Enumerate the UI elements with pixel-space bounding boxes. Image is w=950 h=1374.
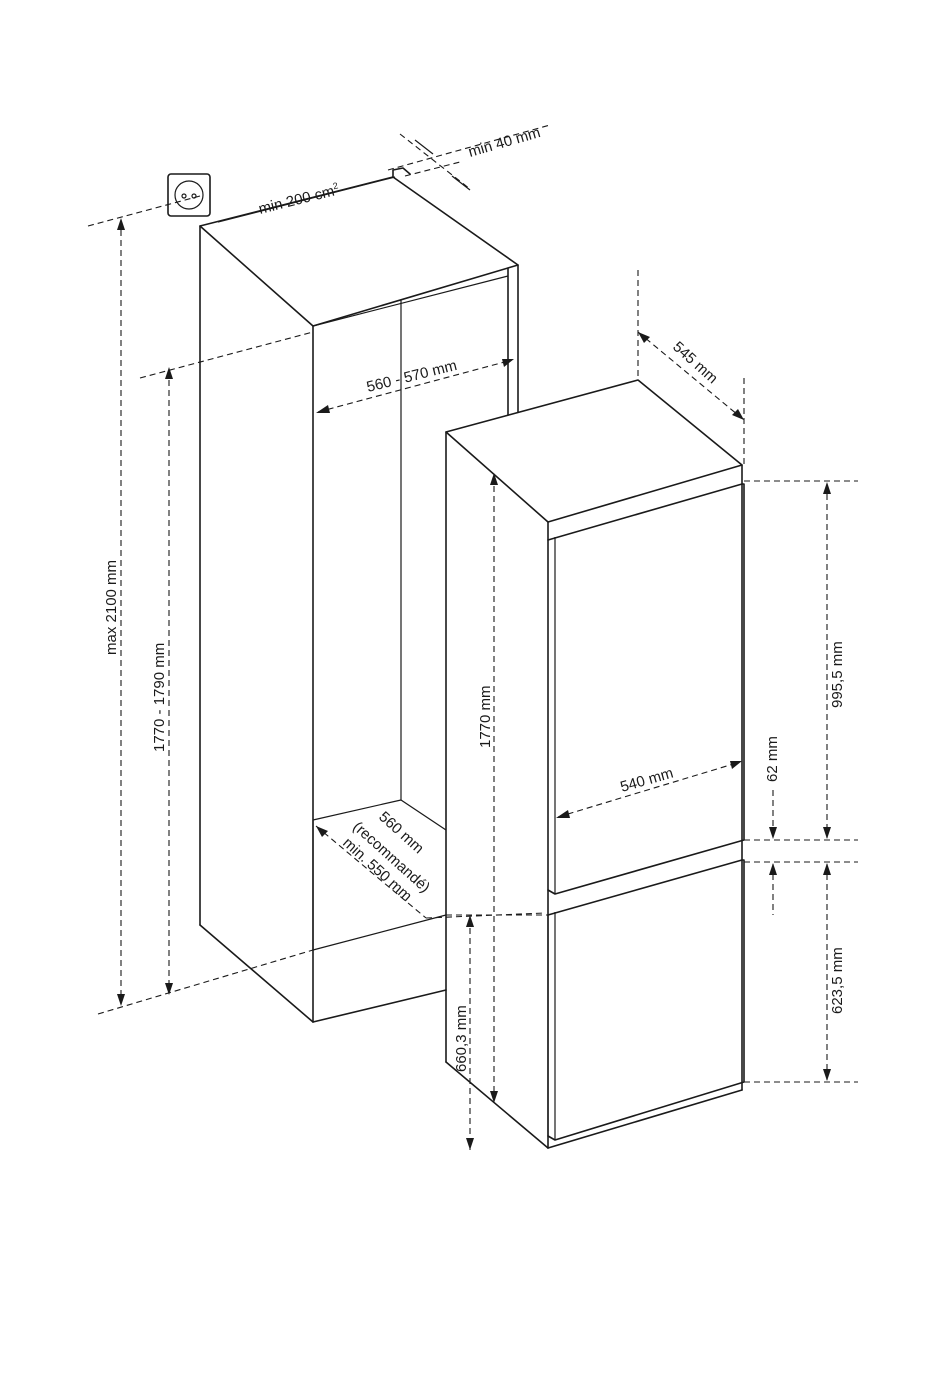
label-lower-section: 660,3 mm (453, 1005, 470, 1072)
fridge-unit (446, 380, 744, 1148)
label-fridge-height: 1770 mm (477, 685, 494, 748)
label-niche-width: 560 - 570 mm (365, 357, 459, 396)
label-niche-height: 1770 - 1790 mm (151, 643, 168, 752)
label-lower-door: 623,5 mm (829, 947, 846, 1014)
power-socket-icon (168, 174, 210, 216)
kitchen-cabinet (200, 168, 518, 1022)
label-max-height: max 2100 mm (103, 560, 120, 655)
label-fridge-width: 540 mm (618, 765, 675, 796)
label-door-gap: 62 mm (764, 736, 781, 782)
label-min-gap: min 40 mm (466, 124, 542, 161)
label-min-vent-area-sup: 2 (332, 180, 339, 191)
label-min-vent-area: min 200 cm2 (257, 180, 341, 217)
label-upper-door: 995,5 mm (829, 641, 846, 708)
